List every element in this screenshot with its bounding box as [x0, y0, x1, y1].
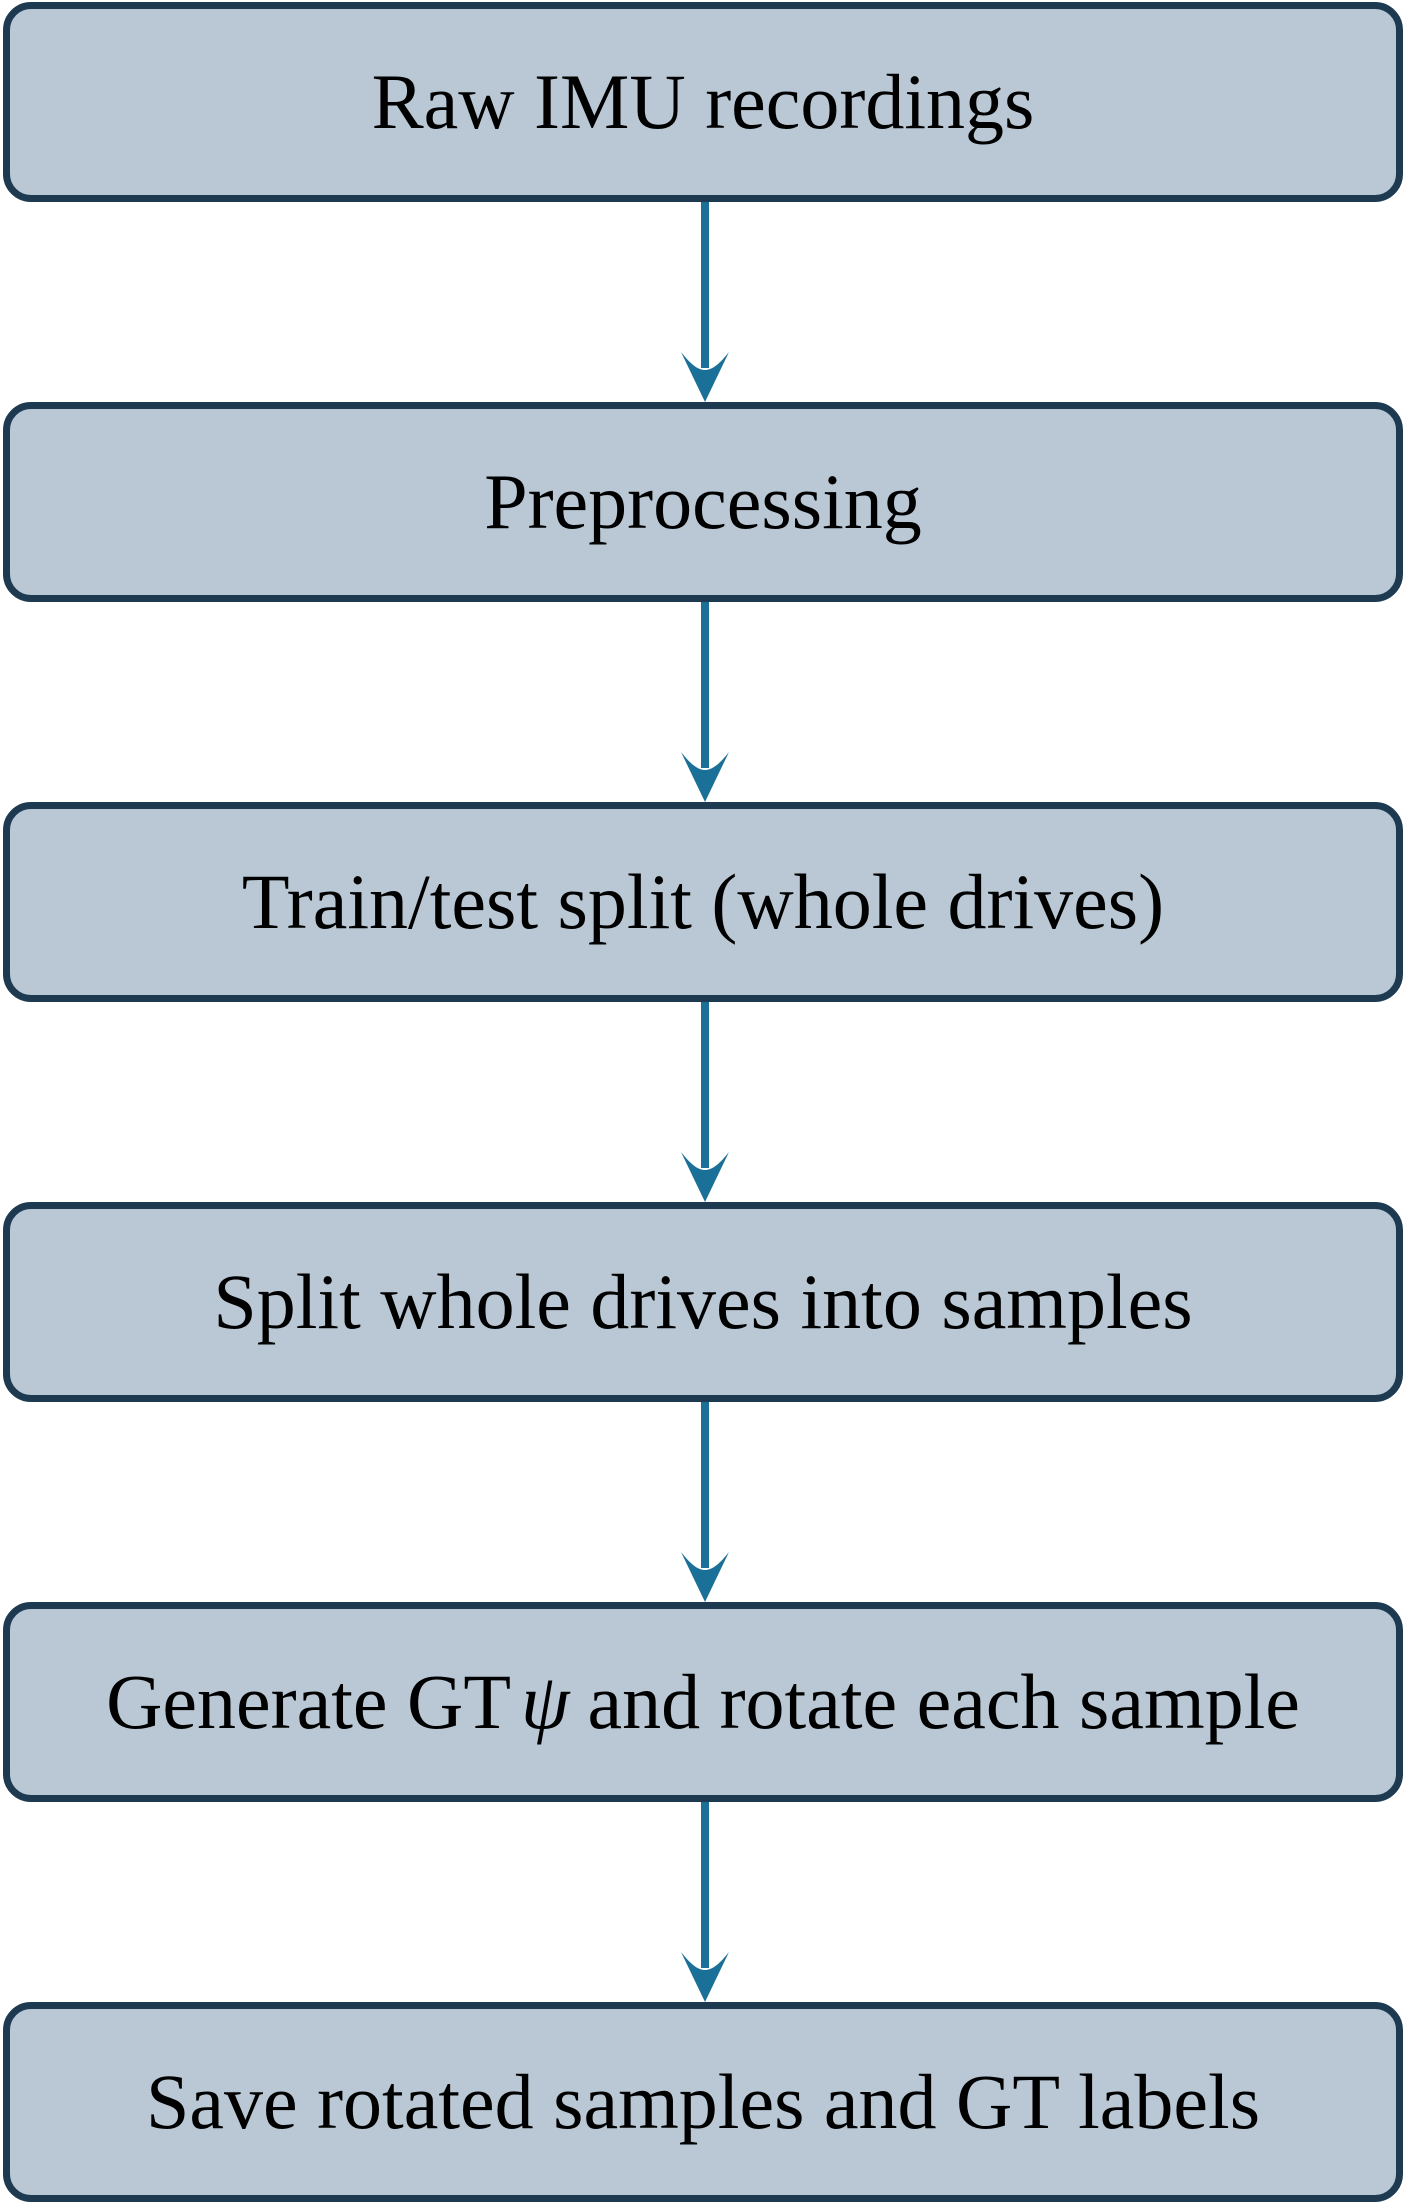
flow-node-label: Raw IMU recordings [371, 58, 1035, 145]
flow-node-label-pre: Generate GT [106, 1658, 511, 1745]
flow-node-raw-imu-recordings: Raw IMU recordings [3, 2, 1403, 202]
flow-node-label: Split whole drives into samples [213, 1258, 1193, 1345]
flow-node-label: Save rotated samples and GT labels [145, 2058, 1261, 2145]
psi-math-symbol: ψ [521, 1658, 570, 1745]
down-arrow-icon [681, 1400, 729, 1602]
flow-node-preprocessing: Preprocessing [3, 402, 1403, 602]
flow-node-label: Train/test split (whole drives) [241, 858, 1165, 945]
flow-node-label: Preprocessing [484, 458, 922, 545]
flow-node-split-drives-into-samples: Split whole drives into samples [3, 1202, 1403, 1402]
flow-node-label-post: and rotate each sample [587, 1658, 1300, 1745]
down-arrow-icon [681, 1000, 729, 1202]
down-arrow-icon [681, 200, 729, 402]
down-arrow-icon [681, 1800, 729, 2002]
down-arrow-icon [681, 600, 729, 802]
flow-node-train-test-split: Train/test split (whole drives) [3, 802, 1403, 1002]
flow-node-save-rotated-samples: Save rotated samples and GT labels [3, 2002, 1403, 2202]
